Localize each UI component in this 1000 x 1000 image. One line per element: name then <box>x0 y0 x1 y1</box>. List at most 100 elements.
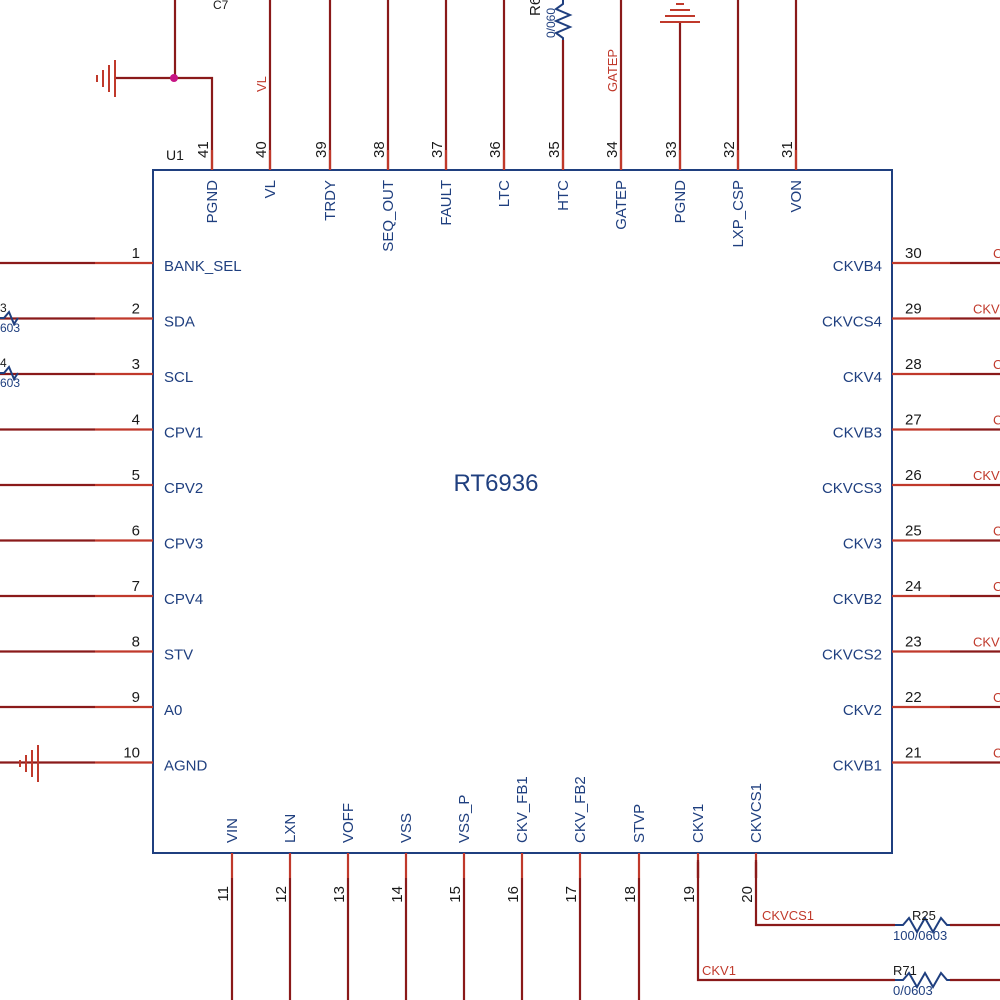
pin-number: 27 <box>905 412 922 429</box>
r71-value: 0/0603 <box>893 983 933 998</box>
pin-name: VSS_P <box>456 795 473 843</box>
top-wiring: C7 VL R6 0/060 GATEP <box>96 0 798 170</box>
net-label-clipped: C <box>993 524 1000 539</box>
net-label-clipped: CKV <box>973 302 1000 317</box>
pin-number: 38 <box>371 141 388 158</box>
pin-number: 41 <box>195 141 212 158</box>
pin-name: STV <box>164 647 193 664</box>
chip-body <box>152 169 893 854</box>
pin-number: 33 <box>663 141 680 158</box>
pin-number: 35 <box>546 141 563 158</box>
resistor-r6 <box>553 0 573 40</box>
pin-number: 39 <box>313 141 330 158</box>
pin-number: 31 <box>779 141 796 158</box>
net-label-gatep: GATEP <box>605 49 620 92</box>
resistor-scl <box>0 365 19 382</box>
pin-number: 26 <box>905 467 922 484</box>
pin-name: CPV2 <box>164 480 203 497</box>
pin-name: SCL <box>164 369 193 386</box>
net-label-clipped: CKV <box>973 635 1000 650</box>
sda-res-value: 603 <box>0 321 20 335</box>
pin-name: CKV2 <box>843 702 882 719</box>
pin-name: VL <box>262 180 279 198</box>
pin-number: 16 <box>505 886 522 903</box>
pin-name: CKVB1 <box>833 758 882 775</box>
pin-name: CPV4 <box>164 591 203 608</box>
pin-number: 12 <box>273 886 290 903</box>
pin-number: 17 <box>563 886 580 903</box>
net-label-clipped: C <box>993 690 1000 705</box>
net-label-ckv1: CKV1 <box>702 963 736 978</box>
pin-number: 23 <box>905 634 922 651</box>
pin-name: BANK_SEL <box>164 258 242 275</box>
pin-name: CKV1 <box>690 804 707 843</box>
pin-number: 5 <box>132 467 140 484</box>
bottom-pins: 11VIN12LXN13VOFF14VSS15VSS_P16CKV_FB117C… <box>215 776 765 1000</box>
pin-number: 8 <box>132 634 140 651</box>
top-pins: 41PGND40VL39TRDY38SEQ_OUT37FAULT36LTC35H… <box>195 141 805 251</box>
pin-number: 9 <box>132 689 140 706</box>
pin-name: LXN <box>282 814 299 843</box>
pin-name: CKVCS1 <box>748 783 765 843</box>
pin-name: CKVCS2 <box>822 647 882 664</box>
pin-number: 19 <box>681 886 698 903</box>
resistor-r71 <box>895 970 950 990</box>
junction-dot <box>170 74 178 82</box>
net-label-clipped: C <box>993 246 1000 261</box>
pin-name: CKVB3 <box>833 425 882 442</box>
pin-number: 40 <box>253 141 270 158</box>
pin-name: CPV3 <box>164 536 203 553</box>
pin-name: VON <box>788 180 805 213</box>
pin-name: LXP_CSP <box>730 180 747 248</box>
pin-name: TRDY <box>322 180 339 221</box>
pin-number: 2 <box>132 301 140 318</box>
net-label-clipped: C <box>993 357 1000 372</box>
pin-number: 25 <box>905 523 922 540</box>
pin-number: 34 <box>604 141 621 158</box>
pin-name: SDA <box>164 314 195 331</box>
pin-name: CKVB2 <box>833 591 882 608</box>
net-label-vl: VL <box>254 76 269 92</box>
pin-name: CKV3 <box>843 536 882 553</box>
pin-number: 24 <box>905 578 922 595</box>
pin-number: 30 <box>905 245 922 262</box>
left-pins: 1BANK_SEL2SDA3SCL4CPV15CPV26CPV37CPV48ST… <box>0 245 242 775</box>
pin-name: HTC <box>555 180 572 211</box>
bottom-wiring: CKVCS1 CKV1 R25 100/0603 R71 0/0603 <box>696 860 1000 998</box>
pin-name: CKVB4 <box>833 258 882 275</box>
pin-name: LTC <box>496 180 513 207</box>
pin-number: 11 <box>215 886 232 902</box>
resistor-r25 <box>895 915 950 935</box>
r6-value: 0/060 <box>544 8 558 38</box>
resistor-sda <box>0 310 19 327</box>
pin-name: PGND <box>204 180 221 224</box>
pin-number: 28 <box>905 356 922 373</box>
pin-number: 6 <box>132 523 140 540</box>
ground-icon <box>96 60 116 97</box>
pin-name: CKVCS3 <box>822 480 882 497</box>
pin-name: A0 <box>164 702 182 719</box>
pin-number: 29 <box>905 301 922 318</box>
pin-name: CKVCS4 <box>822 314 882 331</box>
c7-label: C7 <box>213 0 229 12</box>
pin-number: 21 <box>905 745 922 762</box>
pin-number: 37 <box>429 141 446 158</box>
pin-name: CPV1 <box>164 425 203 442</box>
scl-res-ref: 4 <box>0 356 7 370</box>
ground-icon <box>660 3 700 23</box>
chip-refdes: U1 <box>166 147 184 163</box>
r25-ref: R25 <box>912 908 936 923</box>
pin-number: 3 <box>132 356 140 373</box>
pin-number: 18 <box>622 886 639 903</box>
pin-number: 1 <box>132 245 140 262</box>
pin-name: CKV_FB2 <box>572 776 589 843</box>
pin-number: 15 <box>447 886 464 903</box>
pin-number: 32 <box>721 141 738 158</box>
pin-name: VOFF <box>340 803 357 843</box>
r6-ref: R6 <box>527 0 544 16</box>
net-label-clipped: C <box>993 746 1000 761</box>
pin-number: 36 <box>487 141 504 158</box>
pin-name: VSS <box>398 813 415 843</box>
